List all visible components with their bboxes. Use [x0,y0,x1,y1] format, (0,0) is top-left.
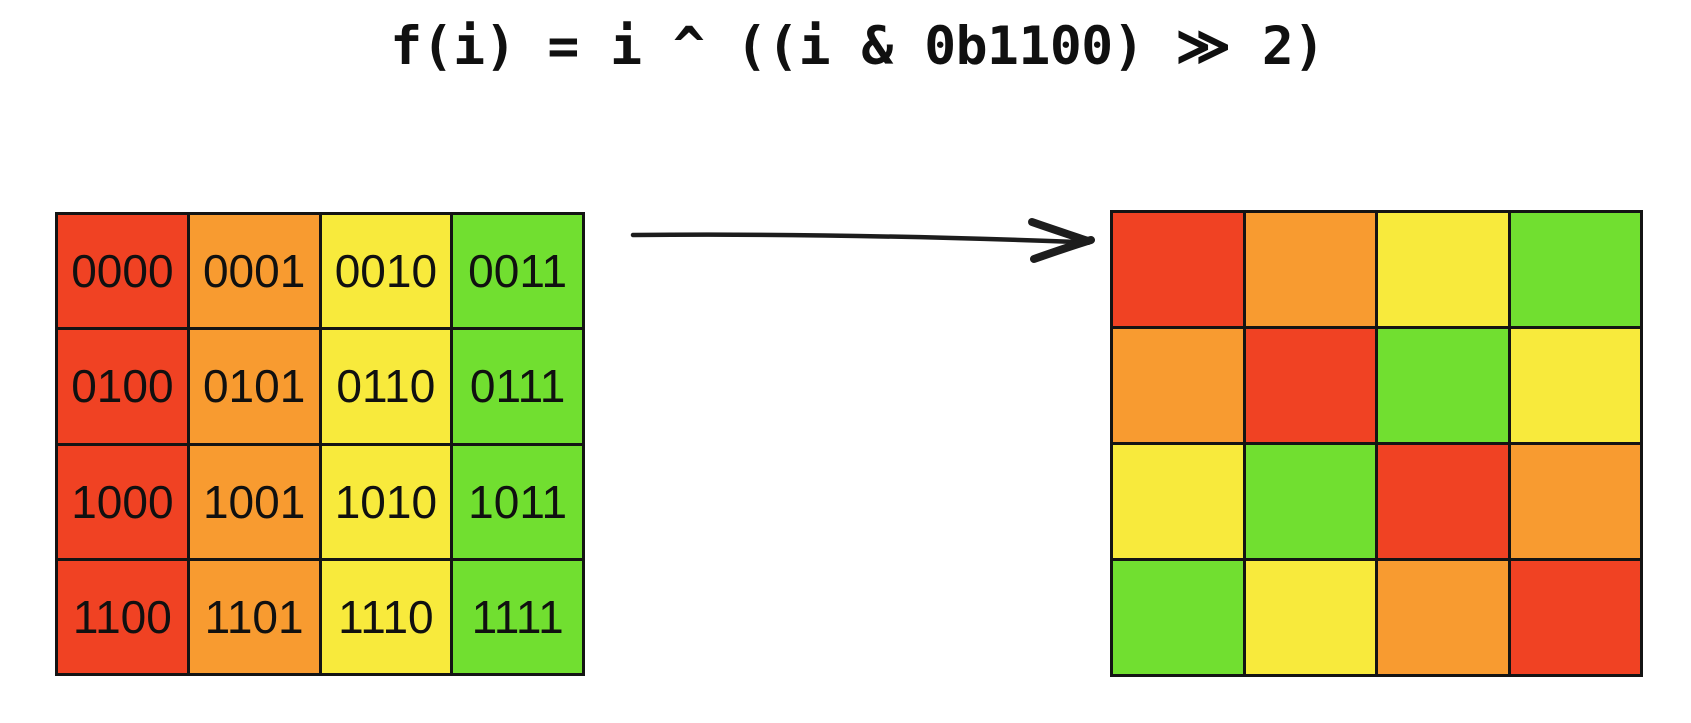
grid-cell [1245,329,1375,442]
grid-cell: 0100 [58,330,187,443]
grid-cell: 1001 [189,445,319,558]
grid-cell [1378,445,1508,558]
grid-cell: 1101 [189,560,319,673]
grid-cell [1378,213,1508,326]
grid-cell [1378,329,1508,442]
grid-cell: 0110 [321,330,451,443]
grid-cell [1113,213,1243,326]
grid-cell: 0001 [189,215,319,328]
grid-cell: 0111 [453,330,582,443]
grid-cell: 1000 [58,445,187,558]
grid-cell [1113,329,1243,442]
arrow-right-icon [630,218,1095,263]
formula-title: f(i) = i ^ ((i & 0b1100) ≫ 2) [390,16,1325,77]
grid-cell: 1100 [58,560,187,673]
grid-cell [1245,561,1375,674]
grid-cell [1113,561,1243,674]
grid-cell: 1111 [453,560,582,673]
grid-cell: 1011 [453,445,582,558]
grid-cell: 0010 [321,215,451,328]
grid-cell [1113,445,1243,558]
grid-cell [1510,561,1640,674]
grid-cell [1510,329,1640,442]
grid-cell: 1010 [321,445,451,558]
output-grid [1110,210,1643,677]
grid-cell [1510,445,1640,558]
grid-cell [1510,213,1640,326]
grid-cell [1245,213,1375,326]
grid-cell: 0000 [58,215,187,328]
grid-cell [1378,561,1508,674]
grid-cell: 0101 [189,330,319,443]
grid-cell: 1110 [321,560,451,673]
grid-cell [1245,445,1375,558]
grid-cell: 0011 [453,215,582,328]
